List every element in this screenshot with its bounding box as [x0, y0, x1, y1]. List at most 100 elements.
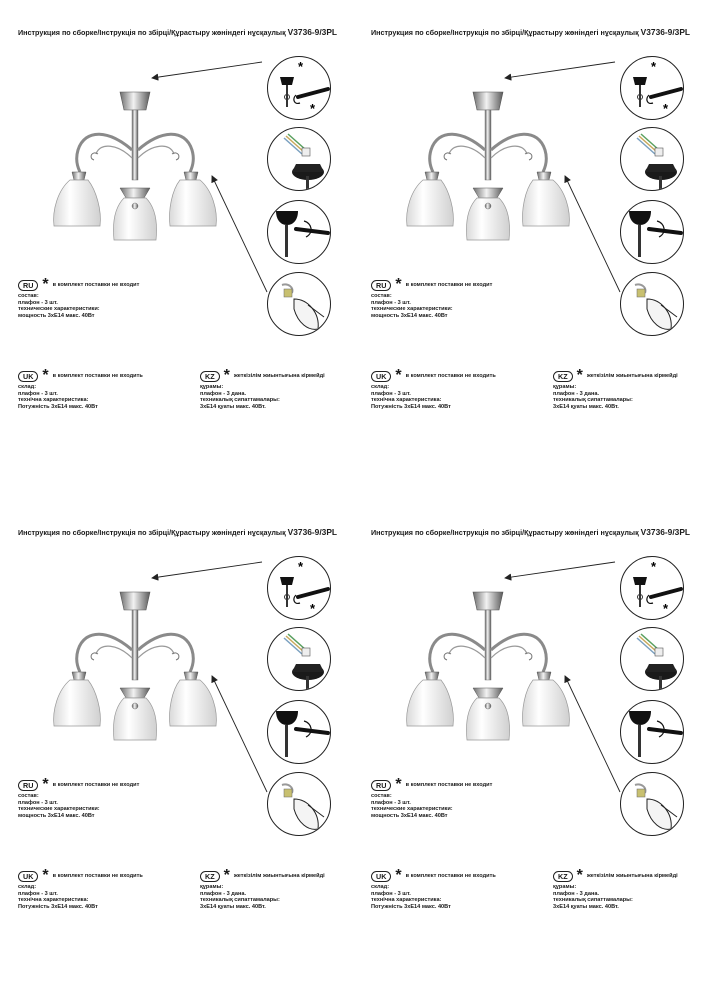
asterisk-icon: *: [42, 276, 49, 293]
uk-contents-label: склад:: [371, 884, 390, 890]
step-4-shade-install: [620, 272, 684, 336]
ru-specs-label: технические характеристики:: [371, 806, 453, 813]
uk-shade-count: плафон - 3 шт.: [371, 890, 411, 897]
ru-contents-label: состав:: [371, 293, 392, 299]
ru-language-badge: RU: [18, 779, 39, 791]
arrow-to-canopy: [504, 61, 616, 81]
title-text: Инструкция по сборке/Інструкція по збірц…: [18, 28, 286, 37]
title-text: Инструкция по сборке/Інструкція по збірц…: [18, 528, 286, 537]
kz-specs-label: техникалық сипаттамалары:: [200, 897, 280, 904]
model-number: V3736-9/3PL: [287, 27, 338, 37]
uk-language-badge: UK: [371, 370, 392, 382]
ru-spec-block: RU * в комплект поставки не входит соста…: [371, 276, 493, 319]
uk-spec-block: UK * в комплект поставки не входить скла…: [18, 367, 143, 410]
uk-spec-block: UK * в комплект поставки не входить скла…: [18, 867, 143, 910]
step-2-wiring: [267, 627, 331, 691]
uk-specs-label: технічна характеристика:: [371, 397, 442, 404]
pointer-arrows: [151, 61, 268, 293]
ru-shade-count: плафон - 3 шт.: [18, 299, 58, 306]
kz-contents-label: құрамы:: [553, 384, 577, 390]
arrow-to-shade: [564, 675, 621, 793]
model-number: V3736-9/3PL: [287, 527, 338, 537]
step-2-wiring: [267, 127, 331, 191]
kz-not-included-note: жеткізілім жиынтығына кірмейді: [233, 372, 325, 379]
ru-contents-label: состав:: [18, 293, 39, 299]
chandelier-illustration: [40, 580, 230, 755]
step-1-canopy-mount: * *: [620, 556, 684, 620]
ru-contents-label: состав:: [371, 793, 392, 799]
ru-specs-label: технические характеристики:: [371, 306, 453, 313]
ru-spec-block: RU * в комплект поставки не входит соста…: [371, 777, 492, 819]
ru-specs-label: технические характеристики:: [18, 306, 100, 313]
ru-spec-block: RU * в комплект поставки не входит соста…: [18, 776, 140, 819]
uk-power: Потужність 3хЕ14 макс. 40Вт: [371, 403, 451, 410]
kz-contents-label: құрамы:: [553, 884, 577, 890]
uk-not-included-note: в комплект поставки не входить: [405, 872, 496, 879]
ru-spec-block: RU * в комплект поставки не входит соста…: [18, 276, 140, 319]
kz-language-badge: KZ: [200, 370, 220, 382]
kz-not-included-note: жеткізілім жиынтығына кірмейді: [586, 372, 678, 379]
uk-contents-label: склад:: [371, 384, 390, 390]
instruction-sheet: Инструкция по сборке/Інструкція по збірц…: [353, 0, 706, 500]
kz-spec-block: KZ * жеткізілім жиынтығына кірмейді құра…: [553, 368, 678, 410]
title-text: Инструкция по сборке/Інструкція по збірц…: [371, 28, 639, 37]
asterisk-icon: *: [223, 367, 230, 384]
kz-specs-label: техникалық сипаттамалары:: [553, 897, 633, 904]
uk-spec-block: UK * в комплект поставки не входить скла…: [371, 367, 496, 410]
kz-contents-label: құрамы:: [200, 884, 224, 890]
uk-specs-label: технічна характеристика:: [18, 397, 89, 404]
uk-not-included-note: в комплект поставки не входить: [52, 872, 143, 879]
svg-text:*: *: [298, 59, 304, 74]
asterisk-icon: *: [395, 867, 402, 884]
instruction-sheet: Инструкция по сборке/Інструкція по збірц…: [0, 0, 353, 500]
asterisk-icon: *: [395, 276, 402, 293]
kz-not-included-note: жеткізілім жиынтығына кірмейді: [586, 872, 678, 879]
kz-spec-block: KZ * жеткізілім жиынтығына кірмейді құра…: [200, 367, 325, 410]
kz-specs-label: техникалық сипаттамалары:: [200, 397, 280, 404]
ru-not-included-note: в комплект поставки не входит: [52, 781, 140, 788]
step-1-canopy-mount: * *: [267, 56, 331, 120]
arrow-to-shade: [211, 675, 268, 793]
ru-shade-count: плафон - 3 шт.: [371, 299, 411, 306]
kz-language-badge: KZ: [553, 370, 573, 382]
ru-specs-label: технические характеристики:: [18, 806, 100, 813]
arrow-to-canopy: [151, 61, 263, 81]
uk-not-included-note: в комплект поставки не входить: [52, 372, 143, 379]
kz-power: 3хЕ14 қуаты макс. 40Вт.: [553, 403, 619, 410]
asterisk-icon: *: [42, 776, 49, 793]
sheet-title: Инструкция по сборке/Інструкція по збірц…: [371, 527, 701, 537]
step-2-wiring: [620, 627, 684, 691]
step-1-canopy-mount: * *: [267, 556, 331, 620]
ru-contents-label: состав:: [18, 793, 39, 799]
ru-language-badge: RU: [371, 779, 392, 791]
instruction-sheet: Инструкция по сборке/Інструкція по збірц…: [0, 500, 353, 1000]
ru-shade-count: плафон - 3 шт.: [371, 799, 411, 806]
asterisk-icon: *: [42, 367, 49, 384]
title-text: Инструкция по сборке/Інструкція по збірц…: [371, 528, 639, 537]
uk-spec-block: UK * в комплект поставки не входить скла…: [371, 867, 496, 910]
ru-not-included-note: в комплект поставки не входит: [405, 281, 493, 288]
uk-contents-label: склад:: [18, 884, 37, 890]
pointer-arrows: [504, 61, 621, 293]
svg-text:*: *: [310, 101, 316, 116]
kz-spec-block: KZ * жеткізілім жиынтығына кірмейді құра…: [553, 867, 678, 910]
uk-power: Потужність 3хЕ14 макс. 40Вт: [371, 903, 451, 910]
uk-language-badge: UK: [18, 870, 39, 882]
step-3-canopy-screw: [267, 200, 331, 264]
svg-text:*: *: [298, 559, 304, 574]
kz-not-included-note: жеткізілім жиынтығына кірмейді: [233, 872, 325, 879]
kz-language-badge: KZ: [200, 870, 220, 882]
asterisk-icon: *: [395, 367, 402, 384]
asterisk-icon: *: [42, 867, 49, 884]
step-4-shade-install: [267, 772, 331, 836]
asterisk-icon: *: [576, 867, 583, 884]
uk-power: Потужність 3хЕ14 макс. 40Вт: [18, 903, 98, 910]
ru-language-badge: RU: [371, 279, 392, 291]
uk-specs-label: технічна характеристика:: [371, 897, 442, 904]
step-4-shade-install: [267, 272, 331, 336]
chandelier-illustration: [40, 80, 230, 255]
kz-shade-count: плафон - 3 дана.: [200, 390, 247, 397]
ru-not-included-note: в комплект поставки не входит: [52, 281, 140, 288]
uk-power: Потужність 3хЕ14 макс. 40Вт: [18, 403, 98, 410]
kz-power: 3хЕ14 қуаты макс. 40Вт.: [200, 903, 266, 910]
